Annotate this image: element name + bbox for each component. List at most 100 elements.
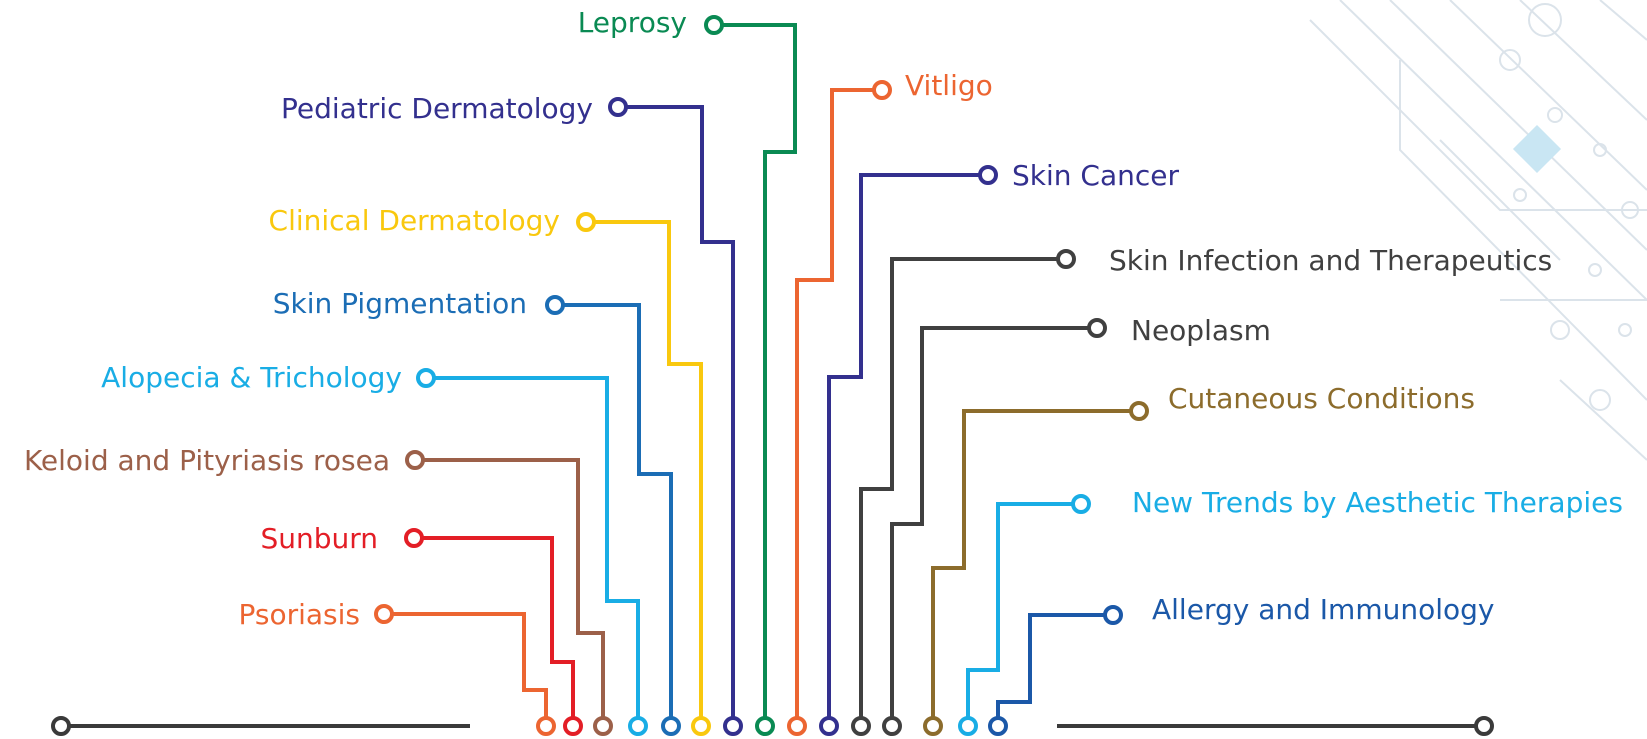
topic-label: Allergy and Immunology <box>1152 593 1494 626</box>
topic-connector-line <box>415 458 605 726</box>
topic-base-node <box>851 716 871 736</box>
circuit-node <box>1589 389 1611 411</box>
baseline-left-node <box>51 716 71 736</box>
topic-connector-line <box>414 536 575 726</box>
circuit-node <box>1621 201 1639 219</box>
topic-label: Skin Pigmentation <box>273 287 527 320</box>
circuit-trace <box>1519 0 1647 121</box>
topic-connector-line <box>586 220 703 726</box>
topic-label: Keloid and Pityriasis rosea <box>24 444 390 477</box>
topic-skin-cancer: Skin Cancer <box>819 159 1179 736</box>
topic-base-node <box>593 716 613 736</box>
topic-end-node <box>405 450 425 470</box>
topic-end-node <box>576 212 596 232</box>
topic-connector-line <box>890 326 1097 726</box>
topic-base-node <box>988 716 1008 736</box>
accent-diamond <box>1512 124 1562 174</box>
topic-end-node <box>404 528 424 548</box>
circuit-trace <box>1439 139 1561 261</box>
circuit-node <box>1547 107 1563 123</box>
circuit-node <box>1513 188 1527 202</box>
topic-allergy: Allergy and Immunology <box>988 593 1494 736</box>
topic-label: Sunburn <box>260 522 378 555</box>
circuit-trace <box>1309 19 1647 211</box>
topic-pigmentation: Skin Pigmentation <box>273 287 681 736</box>
circuit-node <box>1593 143 1607 157</box>
topic-end-node <box>545 295 565 315</box>
topic-leprosy: Leprosy <box>578 6 797 736</box>
circuit-node <box>1618 323 1632 337</box>
topic-connector-line <box>859 257 1066 726</box>
topic-base-node <box>882 716 902 736</box>
topic-label: Leprosy <box>578 6 687 39</box>
topic-connector-line <box>795 88 882 726</box>
topic-connector-line <box>996 613 1113 726</box>
topic-connector-line <box>827 173 988 726</box>
topic-base-node <box>628 716 648 736</box>
topic-sunburn: Sunburn <box>260 522 583 736</box>
topic-neoplasm: Neoplasm <box>882 314 1271 736</box>
topic-new-trends: New Trends by Aesthetic Therapies <box>958 486 1623 736</box>
baseline-right-node <box>1474 716 1494 736</box>
topic-base-node <box>563 716 583 736</box>
topic-label: Skin Cancer <box>1012 159 1179 192</box>
topic-pediatric: Pediatric Dermatology <box>281 92 743 736</box>
topic-end-node <box>1087 318 1107 338</box>
topic-label: Neoplasm <box>1131 314 1271 347</box>
topic-end-node <box>872 80 892 100</box>
circuit-trace <box>1559 379 1647 461</box>
topic-base-node <box>755 716 775 736</box>
topic-connectors: Psoriasis Sunburn Keloid and Pityriasis ro… <box>24 6 1623 736</box>
topic-connector-line <box>384 612 548 726</box>
topic-label: Psoriasis <box>238 598 360 631</box>
topic-connector-line <box>618 105 735 726</box>
topic-base-node <box>661 716 681 736</box>
topic-connector-line <box>714 23 797 726</box>
topic-base-node <box>819 716 839 736</box>
topic-psoriasis: Psoriasis <box>238 598 556 736</box>
topic-label: Skin Infection and Therapeutics <box>1109 244 1552 277</box>
topic-base-node <box>691 716 711 736</box>
topic-clinical: Clinical Dermatology <box>269 204 711 736</box>
topic-vitiligo: Vitligo <box>787 69 993 736</box>
circuit-trace <box>1399 60 1647 401</box>
circuit-node <box>1528 3 1562 37</box>
circuit-trace <box>1339 0 1647 301</box>
topic-end-node <box>1129 401 1149 421</box>
circuit-trace <box>1599 0 1647 41</box>
topic-end-node <box>374 604 394 624</box>
topic-end-node <box>1103 605 1123 625</box>
topic-skin-infection: Skin Infection and Therapeutics <box>851 244 1552 736</box>
topic-label: Alopecia & Trichology <box>101 361 402 394</box>
topic-alopecia: Alopecia & Trichology <box>101 361 648 736</box>
topic-connector-line <box>966 502 1081 726</box>
topic-base-node <box>787 716 807 736</box>
topic-label: Cutaneous Conditions <box>1168 382 1475 415</box>
topic-end-node <box>416 368 436 388</box>
topic-end-node <box>1071 494 1091 514</box>
topic-base-node <box>723 716 743 736</box>
topic-base-node <box>536 716 556 736</box>
topic-end-node <box>704 15 724 35</box>
topic-label: Vitligo <box>905 69 993 102</box>
topic-connector-line <box>555 303 673 726</box>
topic-base-node <box>923 716 943 736</box>
topic-base-node <box>958 716 978 736</box>
circuit-trace <box>1449 0 1647 191</box>
circuit-trace <box>1389 0 1647 251</box>
circuit-node <box>1499 49 1521 71</box>
topic-end-node <box>1056 249 1076 269</box>
topic-end-node <box>608 97 628 117</box>
topic-end-node <box>978 165 998 185</box>
topic-label: Clinical Dermatology <box>269 204 560 237</box>
topic-connector-line <box>426 376 640 726</box>
circuit-node <box>1550 320 1570 340</box>
baseline <box>51 716 1494 736</box>
topic-keloid: Keloid and Pityriasis rosea <box>24 444 613 736</box>
topic-cutaneous: Cutaneous Conditions <box>923 382 1475 736</box>
topic-connector-line <box>931 409 1139 726</box>
topic-label: Pediatric Dermatology <box>281 92 593 125</box>
circuit-node <box>1588 263 1602 277</box>
topic-label: New Trends by Aesthetic Therapies <box>1132 486 1623 519</box>
